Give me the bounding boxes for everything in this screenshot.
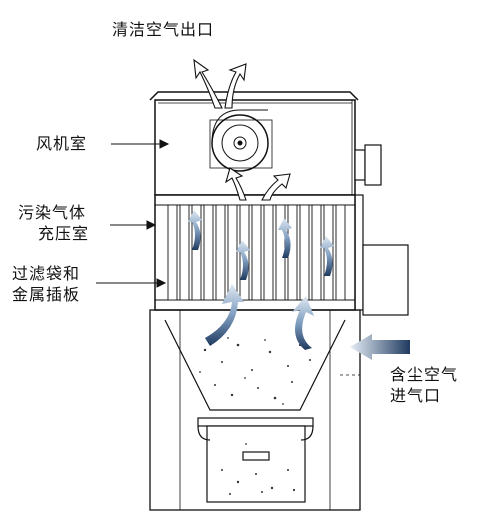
fan-icon <box>209 109 273 172</box>
polluted-plenum-label-line2: 充压室 <box>38 224 90 243</box>
dusty-air-inlet-label-line2: 进气口 <box>390 386 442 405</box>
fan-room-label: 风机室 <box>36 134 88 153</box>
dusty-air-inlet-label-line1: 含尘空气 <box>390 365 459 384</box>
filter-bags-label-line2: 金属插板 <box>12 285 81 304</box>
side-duct <box>354 144 409 316</box>
clean-air-outlet-label: 清洁空气出口 <box>112 20 215 39</box>
dust-particles <box>199 337 311 405</box>
hopper <box>149 309 361 511</box>
dust-bin <box>197 417 314 503</box>
polluted-plenum-label-line1: 污染气体 <box>18 203 87 222</box>
dust-bin-particles <box>221 443 296 495</box>
leader-lines <box>96 139 170 288</box>
filter-bags-label-line1: 过滤袋和 <box>12 264 81 283</box>
dusty-air-arrows <box>188 210 334 350</box>
inlet-arrow-icon <box>350 334 410 360</box>
fan-room-housing <box>149 91 359 196</box>
clean-air-arrows <box>193 58 291 201</box>
